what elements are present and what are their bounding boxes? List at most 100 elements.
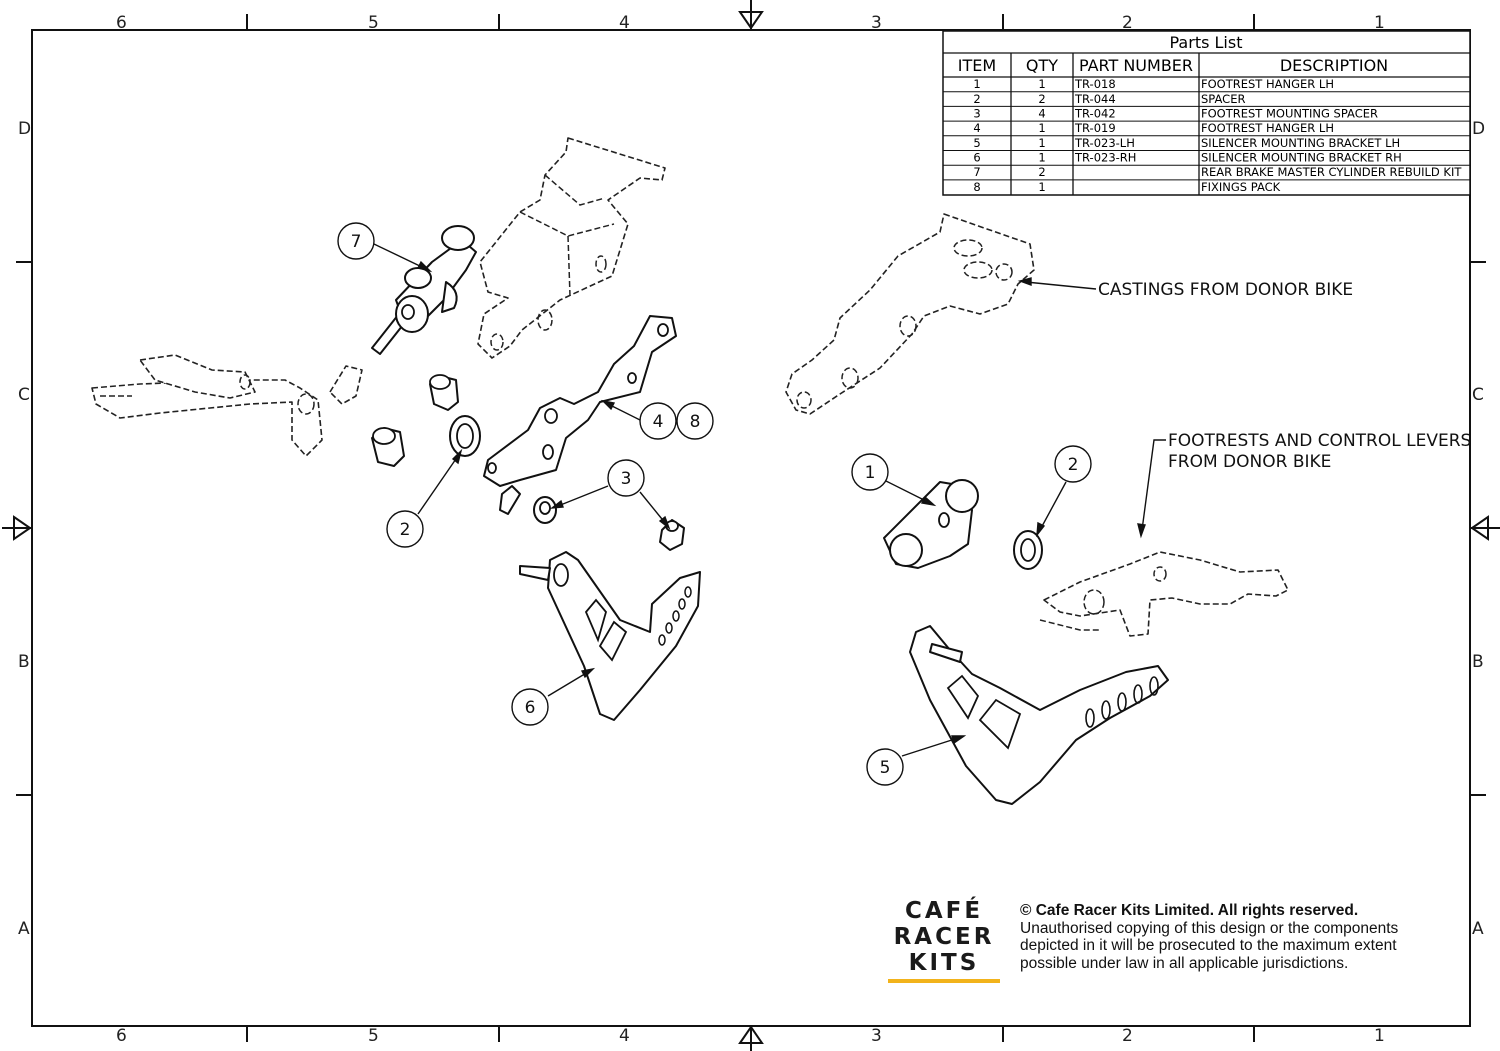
svg-text:TR-044: TR-044 [1074, 92, 1116, 106]
svg-text:1: 1 [973, 77, 980, 91]
zone-row-right-b: B [1472, 652, 1484, 672]
header-qty: QTY [1026, 56, 1058, 75]
svg-text:FIXINGS PACK: FIXINGS PACK [1201, 180, 1281, 194]
zone-col-bottom-3: 3 [871, 1026, 882, 1046]
zone-row-left-d: D [18, 119, 31, 139]
svg-text:TR-019: TR-019 [1074, 121, 1116, 135]
zone-col-bottom-6: 6 [116, 1026, 127, 1046]
svg-text:8: 8 [690, 412, 701, 432]
header-part-number: PART NUMBER [1079, 56, 1193, 75]
copyright-line3: depicted in it will be prosecuted to the… [1020, 937, 1397, 954]
header-item: ITEM [958, 56, 996, 75]
svg-text:TR-023-LH: TR-023-LH [1074, 136, 1135, 150]
spacer-grommets-left [371, 374, 459, 467]
silencer-bracket-lh [909, 625, 1169, 805]
zone-col-top-5: 5 [368, 13, 379, 33]
spacer-right [1013, 530, 1043, 570]
copyright-notice: © Cafe Racer Kits Limited. All rights re… [1020, 902, 1460, 972]
donor-casting-right [785, 213, 1035, 415]
svg-text:1: 1 [1038, 180, 1045, 194]
zone-row-right-d: D [1472, 119, 1485, 139]
table-row: 8 1 FIXINGS PACK [973, 180, 1280, 194]
leader-lines [373, 243, 1166, 757]
logo-line3: KITS [908, 950, 980, 976]
copyright-line4: possible under law in all applicable jur… [1020, 954, 1349, 972]
table-row: 1 1 TR-018 FOOTREST HANGER LH [973, 77, 1334, 91]
svg-text:4: 4 [973, 121, 980, 135]
logo-accent-bar [888, 979, 1000, 983]
svg-text:REAR BRAKE MASTER CYLINDER REB: REAR BRAKE MASTER CYLINDER REBUILD KIT [1201, 165, 1462, 179]
svg-text:6: 6 [525, 698, 536, 718]
svg-text:3: 3 [621, 469, 632, 489]
svg-text:TR-018: TR-018 [1074, 77, 1116, 91]
balloon-6: 6 [511, 688, 549, 726]
svg-text:SILENCER MOUNTING BRACKET LH: SILENCER MOUNTING BRACKET LH [1201, 136, 1400, 150]
svg-text:FOOTREST HANGER LH: FOOTREST HANGER LH [1201, 77, 1334, 91]
svg-text:1: 1 [1038, 151, 1045, 165]
table-row: 4 1 TR-019 FOOTREST HANGER LH [973, 121, 1334, 135]
balloon-2-left: 2 [386, 510, 424, 548]
callout-footrests-line1: FOOTRESTS AND CONTROL LEVERS [1168, 431, 1471, 451]
donor-casting-left [477, 137, 666, 359]
zone-col-bottom-2: 2 [1122, 1026, 1133, 1046]
table-row: 7 2 REAR BRAKE MASTER CYLINDER REBUILD K… [973, 165, 1462, 179]
svg-text:TR-023-RH: TR-023-RH [1074, 151, 1136, 165]
zone-col-top-1: 1 [1374, 13, 1385, 33]
callout-footrests-line2: FROM DONOR BIKE [1168, 452, 1331, 472]
svg-text:2: 2 [1068, 455, 1079, 475]
table-row: 2 2 TR-044 SPACER [973, 92, 1245, 106]
balloon-7: 7 [337, 222, 375, 260]
parts-list-title: Parts List [1170, 33, 1243, 52]
svg-text:7: 7 [351, 232, 362, 252]
svg-text:4: 4 [1038, 107, 1045, 121]
svg-text:FOOTREST HANGER LH: FOOTREST HANGER LH [1201, 121, 1334, 135]
svg-text:1: 1 [1038, 136, 1045, 150]
balloon-1: 1 [851, 453, 889, 491]
balloon-8: 8 [676, 402, 714, 440]
svg-text:1: 1 [1038, 121, 1045, 135]
footrest-hanger [483, 315, 677, 515]
parts-list-table: Parts List ITEM QTY PART NUMBER DESCRIPT… [942, 30, 1471, 196]
mounting-spacers [533, 496, 685, 551]
zone-row-right-c: C [1472, 385, 1484, 405]
balloon-4: 4 [639, 402, 677, 440]
zone-col-bottom-5: 5 [368, 1026, 379, 1046]
zone-col-top-4: 4 [619, 13, 630, 33]
svg-text:2: 2 [1038, 165, 1045, 179]
svg-text:5: 5 [880, 758, 891, 778]
zone-col-top-2: 2 [1122, 13, 1133, 33]
svg-text:6: 6 [973, 151, 980, 165]
zone-col-top-6: 6 [116, 13, 127, 33]
header-description: DESCRIPTION [1280, 56, 1388, 75]
zone-ticks [16, 14, 1486, 1042]
footrest-hanger-lh [883, 479, 979, 569]
callout-castings: CASTINGS FROM DONOR BIKE [1098, 280, 1353, 300]
svg-text:4: 4 [653, 412, 664, 432]
svg-text:2: 2 [973, 92, 980, 106]
logo-line2: RACER [893, 924, 995, 950]
zone-col-bottom-1: 1 [1374, 1026, 1385, 1046]
company-logo: CAFÉ RACER KITS [886, 898, 1002, 983]
zone-col-bottom-4: 4 [619, 1026, 630, 1046]
zone-col-top-3: 3 [871, 13, 882, 33]
svg-text:SILENCER MOUNTING BRACKET RH: SILENCER MOUNTING BRACKET RH [1201, 151, 1402, 165]
donor-footrest-left [91, 354, 323, 457]
svg-text:3: 3 [973, 107, 980, 121]
zone-row-right-a: A [1472, 919, 1484, 939]
balloon-2-right: 2 [1054, 445, 1092, 483]
svg-text:2: 2 [1038, 92, 1045, 106]
svg-text:SPACER: SPACER [1201, 92, 1245, 106]
balloon-3: 3 [607, 459, 645, 497]
copyright-line2: Unauthorised copying of this design or t… [1020, 919, 1399, 937]
svg-text:5: 5 [973, 136, 980, 150]
logo-line1: CAFÉ [904, 898, 984, 924]
spacer-left [449, 415, 481, 457]
table-row: 6 1 TR-023-RH SILENCER MOUNTING BRACKET … [973, 151, 1401, 165]
svg-text:FOOTREST MOUNTING SPACER: FOOTREST MOUNTING SPACER [1201, 107, 1378, 121]
svg-text:1: 1 [865, 463, 876, 483]
table-row: 5 1 TR-023-LH SILENCER MOUNTING BRACKET … [973, 136, 1400, 150]
svg-text:8: 8 [973, 180, 980, 194]
brake-master-cylinder [329, 225, 477, 405]
